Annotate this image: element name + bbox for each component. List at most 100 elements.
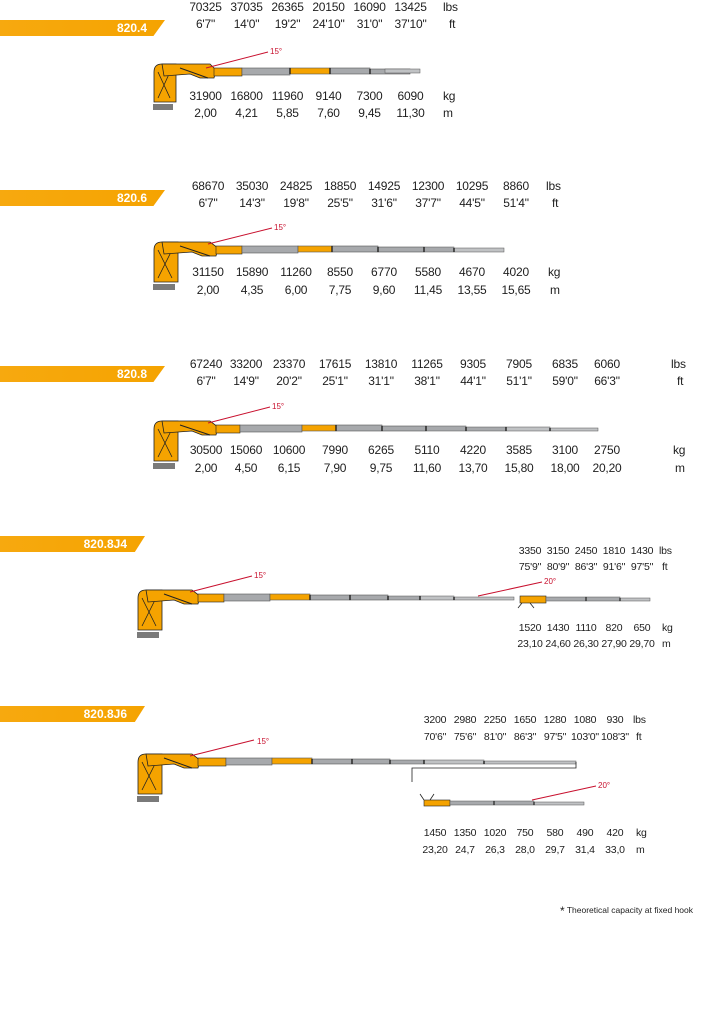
kg-row: 1450 1350 1020 750 580 490 420 kg [420,826,656,840]
value-cell: 86'3" [513,731,537,743]
unit-label: lbs [633,714,646,726]
value-cell: 33,0 [605,844,625,856]
value-cell: 70325 [189,0,222,14]
value-cell: 37'10" [394,17,427,31]
value-cell: 68670 [191,179,225,193]
value-cell: 580 [546,827,564,839]
model-tag: 820.8J4 [0,536,145,552]
unit-label: lbs [659,545,672,557]
value-cell: 8550 [327,265,353,279]
angle-label: 15° [257,737,269,746]
unit-label: ft [552,196,559,210]
value-cell: 59'0" [552,374,578,388]
boom [161,420,599,436]
crane-diagram: 15° 20° [137,571,651,638]
unit-label: m [443,106,453,120]
value-cell: 31'1" [368,374,394,388]
value-cell: 10295 [455,179,489,193]
value-cell: 26,30 [573,638,599,650]
crane-diagram: 15° [153,47,421,110]
value-cell: 11265 [411,357,443,371]
boom [161,241,505,257]
value-cell: 35030 [235,179,269,193]
value-cell: 5110 [414,443,440,457]
section-820-6: 820.6 68670 35030 24825 18850 14925 1230… [0,178,719,308]
value-cell: 28,0 [515,844,535,856]
unit-label: ft [677,374,684,388]
section-820-4: 820.4 70325 37035 26365 20150 16090 1342… [0,0,719,130]
model-tag: 820.4 [0,20,165,36]
value-cell: 1520 [518,622,542,634]
value-cell: 16090 [353,0,386,14]
value-cell: 91'6" [602,561,626,573]
value-cell: 19'2" [274,17,301,31]
angle-marker: 15° [207,223,286,245]
value-cell: 9305 [460,357,486,371]
value-cell: 12300 [411,179,445,193]
value-cell: 14'9" [233,374,259,388]
value-cell: 4,50 [234,461,258,475]
value-cell: 1430 [630,545,654,557]
value-cell: 51'4" [503,196,529,210]
model-tag: 820.8 [0,366,165,382]
value-cell: 15890 [235,265,269,279]
value-cell: 4220 [460,443,486,457]
jib [419,793,585,807]
value-cell: 20'2" [276,374,302,388]
value-cell: 15060 [229,443,263,457]
value-cell: 31,4 [575,844,595,856]
value-cell: 6770 [371,265,397,279]
crane-diagram: 15° 20° [137,737,610,807]
unit-label: m [662,638,671,650]
value-cell: 24825 [279,179,313,193]
section-820-8: 820.8 67240 33200 23370 17615 13810 1126… [0,357,719,487]
boom [161,63,421,79]
value-cell: 820 [605,622,623,634]
value-cell: 27,90 [601,638,627,650]
jib-angle-marker: 20° [477,577,556,597]
value-cell: 13,70 [458,461,488,475]
m-row: 23,10 24,60 26,30 27,90 29,70 m [516,637,682,651]
value-cell: 750 [516,827,534,839]
value-cell: 26365 [271,0,304,14]
value-cell: 25'1" [322,374,348,388]
value-cell: 7905 [506,357,532,371]
value-cell: 3200 [423,714,447,726]
value-cell: 44'1" [460,374,486,388]
value-cell: 7,75 [328,283,352,297]
footnote: * Theoretical capacity at fixed hook [560,904,693,918]
value-cell: 31150 [192,265,224,279]
value-cell: 13425 [394,0,427,14]
value-cell: 2450 [574,545,598,557]
value-cell: 3100 [552,443,578,457]
value-cell: 9,75 [369,461,393,475]
value-cell: 6'7" [195,17,216,31]
value-cell: 24,60 [545,638,571,650]
value-cell: 6265 [368,443,394,457]
value-cell: 6,15 [277,461,301,475]
ft-row: 75'9" 80'9" 86'3" 91'6" 97'5" ft [516,560,682,574]
unit-label: m [636,844,645,856]
value-cell: 97'5" [630,561,654,573]
value-cell: 25'5" [327,196,353,210]
angle-label: 15° [270,47,282,56]
value-cell: 15,80 [504,461,534,475]
value-cell: 7,60 [317,106,340,120]
value-cell: 6'7" [198,196,218,210]
value-cell: 66'3" [594,374,620,388]
unit-label: kg [548,265,561,279]
value-cell: 44'5" [459,196,485,210]
value-cell: 930 [606,714,624,726]
value-cell: 23,10 [517,638,543,650]
unit-label: kg [673,443,686,457]
model-tag: 820.6 [0,190,165,206]
value-cell: 29,70 [629,638,655,650]
value-cell: 1080 [573,714,597,726]
value-cell: 6'7" [196,374,216,388]
value-cell: 103'0" [571,731,599,743]
angle-marker: 15° [189,571,266,593]
unit-label: ft [662,561,668,573]
value-cell: 3150 [546,545,570,557]
value-cell: 14'0" [233,17,260,31]
value-cell: 1810 [602,545,626,557]
